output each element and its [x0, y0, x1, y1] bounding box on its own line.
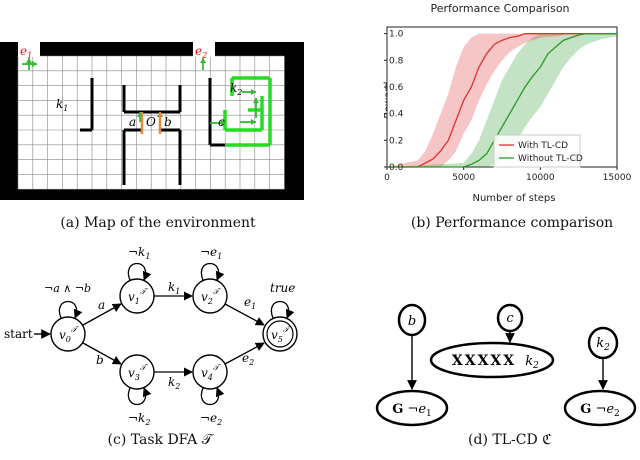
svg-text:b: b	[408, 314, 416, 329]
dfa-state-v4: v4𝒯	[192, 354, 228, 390]
dfa-loop-v1	[127, 263, 152, 281]
svg-text:G ¬e1: G ¬e1	[392, 402, 432, 419]
dfa-loop-label-v2: ¬e1	[200, 245, 222, 261]
map-arrow-e2-head	[200, 58, 206, 63]
map-label-bg-e2	[193, 44, 215, 57]
map-label-b: b	[164, 115, 172, 129]
dfa-state-v1: v1𝒯	[119, 278, 155, 314]
dfa-loop-label-v3: ¬k2	[128, 411, 150, 427]
chart-band-1	[387, 33, 617, 167]
tlcd-node-g-e2: G ¬e2	[563, 389, 637, 427]
caption-d: (d) TL-CD ℭ	[468, 432, 552, 448]
dfa-loop-v3	[127, 387, 152, 405]
tlcd-node-g-e1: G ¬e1	[375, 389, 449, 427]
chart-ytick-label: 0.0	[389, 163, 404, 173]
chart-legend-box	[493, 134, 581, 168]
dfa-state-v2: v2𝒯	[192, 278, 228, 314]
map-arrow-k2-head	[251, 89, 256, 95]
chart-xtick-label: 5000	[452, 173, 475, 183]
chart-ytick-label: 1.0	[389, 30, 404, 40]
map-arrow-k2-up-head	[253, 98, 259, 103]
tlcd-node-c: c	[496, 303, 524, 333]
dfa-state-v0: v0𝒯	[50, 316, 86, 352]
dfa-edge-label-b: b	[96, 353, 104, 367]
map-label-O: O	[146, 115, 156, 129]
performance-chart: Performance Comparison Number of steps R…	[383, 2, 632, 204]
map-label-bg-e1	[18, 44, 40, 57]
tl-cd-diagram: b c k2 XXXXX k2 G ¬e1 G ¬e2	[375, 303, 637, 427]
chart-xtick-label: 10000	[526, 173, 555, 183]
dfa-loop-label-v0: ¬a ∧ ¬b	[44, 282, 91, 295]
map-arrow-e1-h-head	[32, 61, 37, 67]
chart-ytick-label: 0.4	[389, 110, 404, 120]
dfa-edge-v4-v5	[224, 342, 265, 365]
chart-legend-label-0: With TL-CD	[518, 141, 568, 151]
chart-series-line-0	[387, 33, 617, 168]
caption-a: (a) Map of the environment	[60, 215, 256, 231]
dfa-edge-label-k1: k1	[168, 280, 180, 296]
dfa-edge-v2-v5	[224, 303, 265, 326]
chart-ytick-label: 0.2	[389, 136, 403, 146]
chart-series-line-1	[387, 33, 617, 168]
chart-legend-label-1: Without TL-CD	[518, 154, 583, 164]
dfa-edge-label-e1: e1	[244, 295, 256, 311]
dfa-loop-v5	[270, 301, 295, 319]
dfa-loop-v2	[200, 263, 225, 281]
caption-b: (b) Performance comparison	[410, 215, 614, 231]
tlcd-node-xxxxx: XXXXX k2	[429, 341, 555, 379]
dfa-panel: start v0𝒯 v1𝒯 v2𝒯 v3𝒯 v4𝒯 v5𝒯	[0, 240, 320, 430]
dfa-edge-label-e2: e2	[242, 351, 254, 367]
chart-panel: Performance Comparison Number of steps R…	[360, 0, 640, 215]
dfa-loop-v4	[200, 387, 225, 405]
chart-band-0	[387, 33, 617, 167]
dfa-edge-v0-v1	[82, 303, 122, 326]
chart-xtick-label: 15000	[603, 173, 632, 183]
dfa-loop-v0	[58, 301, 83, 319]
dfa-edge-v0-v3	[82, 342, 122, 365]
chart-xtick-label: 0	[384, 173, 390, 183]
map-arrow-c-head	[251, 119, 256, 125]
map-label-c: c	[218, 115, 225, 129]
caption-c: (c) Task DFA 𝒯	[107, 432, 213, 448]
tlcd-node-k2: k2	[587, 326, 619, 360]
map-arrow-c-left-head	[221, 120, 226, 126]
dfa-state-v5-accepting: v5𝒯	[262, 316, 298, 352]
chart-xlabel: Number of steps	[472, 193, 555, 204]
svg-text:c: c	[506, 311, 514, 326]
tlcd-panel: b c k2 XXXXX k2 G ¬e1 G ¬e2	[360, 290, 640, 430]
chart-ytick-label: 0.6	[389, 83, 404, 93]
chart-ytick-label: 0.8	[389, 56, 404, 66]
dfa-loop-label-v5: true	[270, 281, 295, 295]
chart-title: Performance Comparison	[430, 2, 569, 15]
svg-text:G ¬e2: G ¬e2	[580, 402, 620, 419]
map-arrow-e1-head	[26, 58, 32, 63]
map-label-a: a	[129, 115, 136, 129]
dfa-state-v3: v3𝒯	[119, 354, 155, 390]
dfa-loop-label-v1: ¬k1	[128, 245, 150, 261]
dfa-loop-label-v4: ¬e2	[200, 411, 222, 427]
svg-text:XXXXX: XXXXX	[452, 353, 516, 369]
dfa-edge-label-a: a	[98, 298, 105, 312]
task-dfa: start v0𝒯 v1𝒯 v2𝒯 v3𝒯 v4𝒯 v5𝒯	[4, 245, 298, 427]
dfa-edge-label-k2: k2	[168, 375, 180, 391]
dfa-start-label: start	[4, 327, 33, 341]
tlcd-node-b: b	[397, 303, 427, 337]
